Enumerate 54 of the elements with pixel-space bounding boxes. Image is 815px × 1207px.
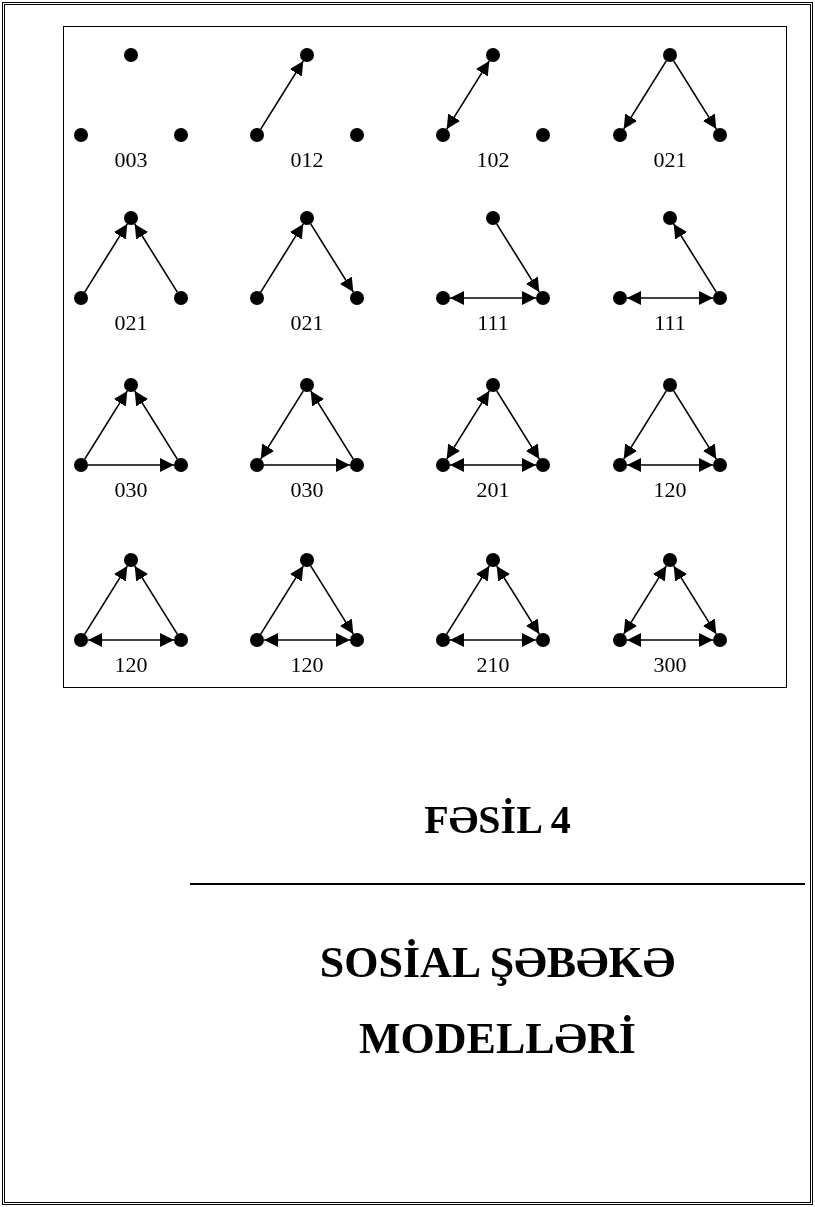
chapter-heading: FƏSİL 4 (423, 800, 572, 840)
arrow (259, 60, 305, 130)
triad-code: 300 (652, 654, 688, 676)
arrow (259, 223, 305, 293)
double-arrow (445, 60, 491, 130)
double-arrow (445, 390, 491, 460)
double-arrow (449, 291, 537, 305)
double-arrow (622, 565, 668, 635)
arrow (309, 565, 355, 635)
triad-code: 120 (652, 479, 688, 501)
triad-code: 021 (652, 149, 688, 171)
arrow (495, 223, 541, 293)
arrow (309, 390, 355, 460)
double-arrow (626, 458, 714, 472)
triad-code: 003 (113, 149, 149, 171)
triad-code: 102 (475, 149, 511, 171)
triad-code: 030 (289, 479, 325, 501)
arrow (133, 223, 179, 293)
triad-code: 030 (113, 479, 149, 501)
double-arrow (626, 633, 714, 647)
arrow (495, 390, 541, 460)
arrow (622, 60, 668, 130)
arrow (309, 223, 355, 293)
double-arrow (449, 458, 537, 472)
arrow (672, 390, 718, 460)
triad-code: 201 (475, 479, 511, 501)
arrow (445, 565, 491, 635)
triad-code: 021 (289, 312, 325, 334)
triad-code: 111 (476, 312, 510, 334)
arrow (83, 565, 129, 635)
arrow (83, 390, 129, 460)
arrow (672, 60, 718, 130)
arrow (259, 390, 305, 460)
double-arrow (87, 633, 175, 647)
arrow (133, 565, 179, 635)
arrow (672, 223, 718, 293)
triad-code: 012 (289, 149, 325, 171)
arrow (83, 223, 129, 293)
triad-code: 021 (113, 312, 149, 334)
triad-code: 120 (289, 654, 325, 676)
arrow (259, 565, 305, 635)
double-arrow (263, 633, 351, 647)
triad-code: 120 (113, 654, 149, 676)
arrow (87, 458, 175, 472)
double-arrow (449, 633, 537, 647)
double-arrow (626, 291, 714, 305)
double-arrow (495, 565, 541, 635)
arrow (622, 390, 668, 460)
chapter-title: SOSİAL ŞƏBƏKƏ MODELLƏRİ (318, 937, 677, 1065)
arrow (133, 390, 179, 460)
triad-code: 210 (475, 654, 511, 676)
triad-code: 111 (653, 312, 687, 334)
arrow (263, 458, 351, 472)
double-arrow (672, 565, 718, 635)
